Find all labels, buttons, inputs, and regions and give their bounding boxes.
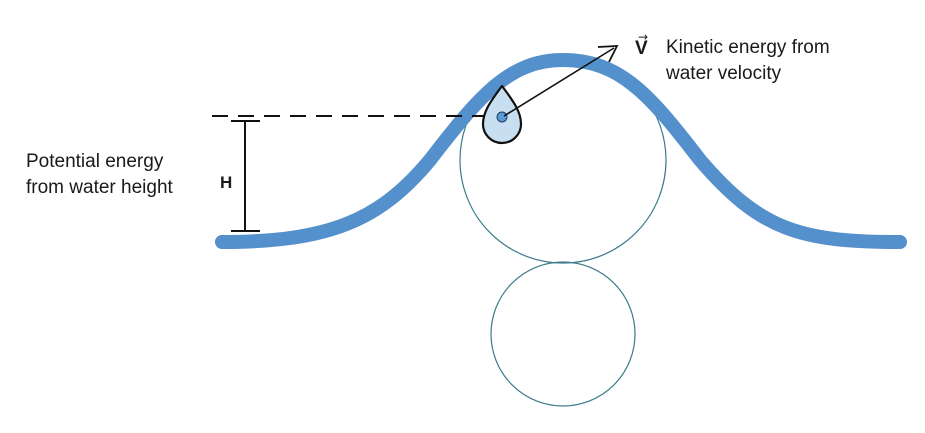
velocity-vector-arrow-icon: → [638, 30, 649, 44]
lower-roller [490, 261, 636, 407]
height-symbol: H [220, 173, 233, 192]
velocity-vector-line [503, 47, 615, 117]
kinetic-energy-label-line2: water velocity [666, 63, 782, 84]
potential-energy-label: Potential energy from water height [26, 149, 226, 201]
droplet-center-dot [496, 111, 508, 123]
kinetic-energy-label-line1: Kinetic energy from [666, 37, 830, 58]
velocity-vector-arrowhead [597, 45, 619, 63]
potential-energy-label-line2: from water height [26, 177, 173, 198]
potential-energy-label-line1: Potential energy [26, 151, 164, 172]
velocity-symbol: V [635, 38, 648, 59]
water-wave-line [215, 52, 907, 249]
kinetic-energy-label: Kinetic energy from water velocity [666, 35, 906, 87]
